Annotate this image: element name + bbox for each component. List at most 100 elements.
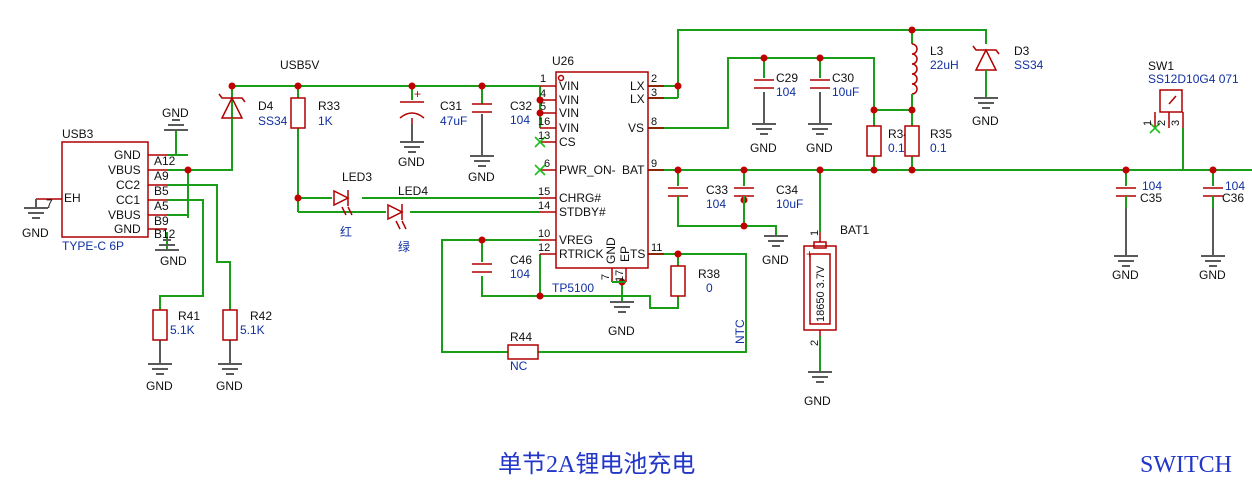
r44-resistor[interactable]: R44 NC <box>507 330 539 373</box>
r33-resistor[interactable]: R33 1K <box>290 97 340 129</box>
usb3-pin-name: GND <box>114 148 141 162</box>
r35-resistor[interactable]: R35 0.1 <box>904 125 952 157</box>
no-connect-icon <box>534 136 546 148</box>
c35-value: 104 <box>1142 179 1162 193</box>
r38-ref: R38 <box>698 267 720 281</box>
u26-pin-name: BAT <box>622 163 645 177</box>
c36-ref: C36 <box>1222 191 1244 205</box>
usb3-connector[interactable]: USB3 TYPE-C 6P EH 7 GND VBUS CC2 CC1 VBU… <box>36 127 176 253</box>
led4[interactable]: LED4 绿 <box>387 184 428 254</box>
gnd-label: GND <box>22 226 49 240</box>
u26-pin-name: TS <box>630 247 645 261</box>
gnd-label: GND <box>608 324 635 338</box>
sw1-switch[interactable]: SW1 SS12D10G4 071 1 2 3 <box>1142 59 1239 134</box>
junction <box>674 166 682 174</box>
r38-resistor[interactable]: R38 0 <box>670 265 720 297</box>
gnd-label: GND <box>1199 268 1226 282</box>
c31-capacitor[interactable]: + C31 47uF <box>399 87 467 128</box>
gnd-label: GND <box>216 379 243 393</box>
junction <box>740 166 748 174</box>
led-icon <box>387 203 404 221</box>
c35-capacitor[interactable]: 104 C35 <box>1116 179 1162 208</box>
gnd-label: GND <box>750 141 777 155</box>
c36-capacitor[interactable]: 104 C36 <box>1203 179 1245 208</box>
led3[interactable]: LED3 红 <box>333 170 372 239</box>
ground-icon: GND <box>398 124 425 169</box>
ground-icon: GND <box>750 92 777 155</box>
junction <box>1122 166 1130 174</box>
r41-resistor[interactable]: R41 5.1K <box>152 309 200 341</box>
bat1-value: 18650 3.7V <box>815 265 827 322</box>
c34-capacitor[interactable]: C34 10uF <box>734 183 803 211</box>
sw1-ref: SW1 <box>1148 59 1174 73</box>
gnd-label: GND <box>972 114 999 128</box>
u26-pin-num: 9 <box>651 158 657 170</box>
usb3-pin-name: GND <box>114 222 141 236</box>
c33-capacitor[interactable]: C33 104 <box>668 183 728 211</box>
c34-ref: C34 <box>776 183 798 197</box>
led3-color: 红 <box>340 224 352 239</box>
c29-value: 104 <box>776 85 796 99</box>
d4-ref: D4 <box>258 99 274 113</box>
u26-body <box>555 71 649 269</box>
u26-pin-name: VS <box>628 121 644 135</box>
junction <box>674 82 682 90</box>
junction <box>870 106 878 114</box>
c33-value: 104 <box>706 197 726 211</box>
gnd-label: GND <box>160 254 187 268</box>
u26-pin-name: VIN <box>559 93 579 107</box>
r35-ref: R35 <box>930 127 952 141</box>
c34-value: 10uF <box>776 197 803 211</box>
wire-cc2 <box>167 184 231 310</box>
junction <box>408 82 416 90</box>
ground-icon: GND <box>1112 208 1139 282</box>
led4-ref: LED4 <box>398 184 428 198</box>
c46-capacitor[interactable]: C46 104 <box>472 253 532 281</box>
u26-ic[interactable]: U26 TP5100 VIN VIN VIN VIN CS PWR_ON- CH… <box>534 54 664 295</box>
ground-icon: GND <box>468 114 495 184</box>
led3-ref: LED3 <box>342 170 372 184</box>
d4-value: SS34 <box>258 114 288 128</box>
ground-icon: GND <box>972 97 999 128</box>
u26-pin-num: 14 <box>538 200 550 212</box>
sw1-value: SS12D10G4 071 <box>1148 72 1239 86</box>
c30-capacitor[interactable]: C30 10uF <box>810 71 859 99</box>
c46-value: 104 <box>510 267 530 281</box>
junction <box>816 54 824 62</box>
usb3-body <box>61 141 149 238</box>
svg-text:+: + <box>414 87 421 101</box>
wire-cc1 <box>159 199 204 310</box>
ground-icon: GND <box>1199 208 1226 282</box>
u26-pin-num: 13 <box>538 130 550 142</box>
wire-d3-top <box>912 29 987 44</box>
u26-pin-name: VREG <box>559 233 593 247</box>
r34-resistor[interactable]: R34 0.1 <box>866 125 910 157</box>
junction <box>478 82 486 90</box>
usb3-pin-num: B5 <box>154 184 169 198</box>
sw1-pin: 2 <box>1156 120 1168 126</box>
ground-icon: GND <box>762 235 789 267</box>
c32-capacitor[interactable]: C32 104 <box>472 99 532 127</box>
u26-pin-name: PWR_ON- <box>559 163 616 177</box>
r44-value: NC <box>510 359 528 373</box>
no-connect-icon <box>1149 122 1161 134</box>
c29-capacitor[interactable]: C29 104 <box>754 71 798 99</box>
c30-ref: C30 <box>832 71 854 85</box>
d4-diode[interactable]: D4 SS34 <box>218 93 288 128</box>
r41-value: 5.1K <box>170 323 195 337</box>
u26-pin-name: LX <box>630 79 645 93</box>
net-label-ntc: NTC <box>733 319 747 344</box>
usb3-pin-name: CC2 <box>116 178 140 192</box>
c35-ref: C35 <box>1140 191 1162 205</box>
l3-inductor[interactable]: L3 22uH <box>911 43 959 98</box>
gnd-label: GND <box>398 155 425 169</box>
u26-pin-name: CHRG# <box>559 191 601 205</box>
l3-ref: L3 <box>930 44 944 58</box>
c31-ref: C31 <box>440 99 462 113</box>
no-connect-icon <box>534 164 546 176</box>
d3-diode[interactable]: D3 SS34 <box>972 44 1044 74</box>
gnd-symbols: GND GND GND GND GND GND <box>22 92 1226 408</box>
bat1-battery[interactable]: + 18650 3.7V BAT1 1 2 <box>803 223 869 346</box>
r42-resistor[interactable]: R42 5.1K <box>222 309 272 341</box>
